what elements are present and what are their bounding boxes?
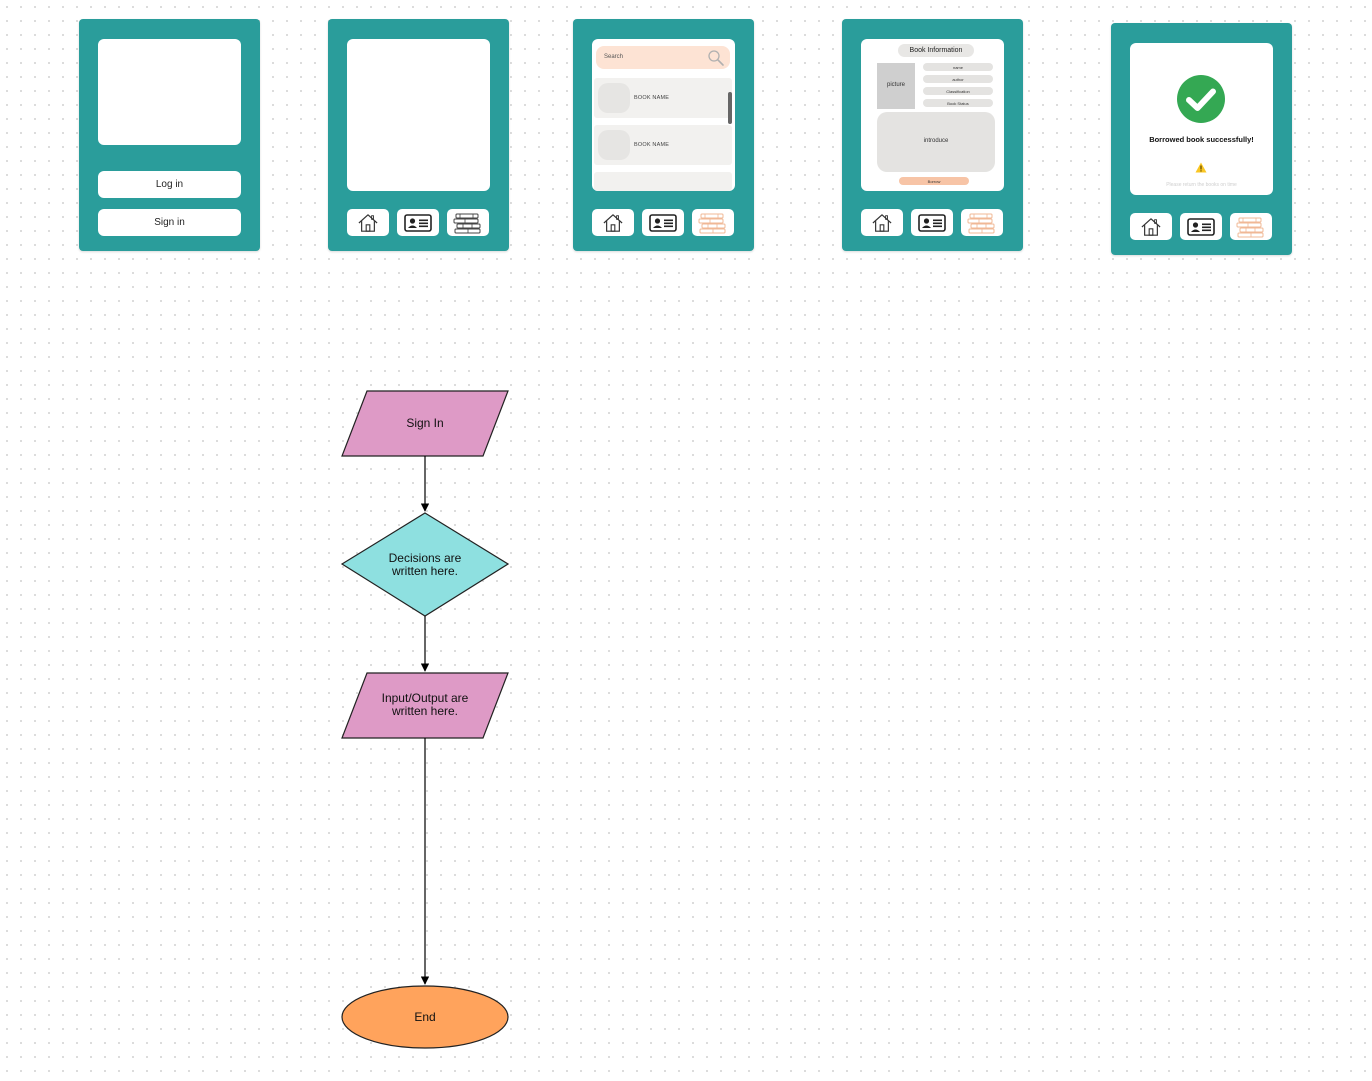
success-check-icon: [1177, 75, 1225, 123]
start-label: Sign In: [406, 415, 444, 430]
nav-books-button[interactable]: [692, 209, 734, 236]
warning-icon: [1195, 162, 1207, 173]
return-note: Please return the books on time: [1166, 182, 1237, 188]
bookdetail-content-area: Book Information picture name author Cla…: [861, 39, 1004, 191]
nav-home-button[interactable]: [1130, 213, 1172, 240]
book-info-title: Book Information: [898, 44, 974, 57]
home-content-area: [347, 39, 490, 191]
book-introduction: introduce: [877, 112, 995, 172]
book-thumbnail: [598, 83, 630, 113]
io-label-line1: Input/Output are: [381, 691, 469, 705]
scrollbar[interactable]: [728, 92, 732, 124]
login-button[interactable]: Log in: [98, 171, 241, 198]
nav-books-button[interactable]: [961, 209, 1003, 236]
field-author: author: [923, 75, 993, 83]
nav-profile-button[interactable]: [642, 209, 684, 236]
field-classification: Classification: [923, 87, 993, 95]
field-name: name: [923, 63, 993, 71]
borrow-button[interactable]: Borrow: [899, 177, 969, 185]
nav-home-button[interactable]: [861, 209, 903, 236]
nav-books-button[interactable]: [447, 209, 489, 236]
field-book-status: Book Status: [923, 99, 993, 107]
search-placeholder: Search: [604, 54, 624, 60]
decision-label-line1: Decisions are: [388, 551, 462, 565]
success-message: Borrowed book successfully!: [1149, 135, 1254, 144]
decision-label-line2: written here.: [391, 564, 459, 578]
io-label: Input/Output are written here.: [350, 692, 500, 718]
book-name-label: BOOK NAME: [634, 95, 670, 101]
phone-booklist-screen: Search BOOK NAME BOOK NAME: [573, 19, 754, 251]
success-content-area: Borrowed book successfully! Please retur…: [1130, 43, 1273, 195]
phone-bookdetail-screen: Book Information picture name author Cla…: [842, 19, 1023, 251]
end-label: End: [414, 1009, 436, 1024]
book-picture: picture: [877, 63, 915, 109]
book-thumbnail: [598, 130, 630, 160]
nav-profile-button[interactable]: [1180, 213, 1222, 240]
start-parallelogram[interactable]: [341, 390, 509, 457]
introduction-label: introduce: [923, 138, 949, 144]
io-label-line2: written here.: [391, 704, 459, 718]
booklist-content-area: Search BOOK NAME BOOK NAME: [592, 39, 735, 191]
book-list-item[interactable]: BOOK NAME: [594, 78, 732, 118]
book-picture-label: picture: [886, 82, 905, 88]
nav-profile-button[interactable]: [911, 209, 953, 236]
io-parallelogram[interactable]: [341, 672, 509, 739]
nav-profile-button[interactable]: [397, 209, 439, 236]
end-terminator[interactable]: [341, 985, 509, 1049]
nav-home-button[interactable]: [347, 209, 389, 236]
signin-button[interactable]: Sign in: [98, 209, 241, 236]
login-banner-area: [98, 39, 241, 145]
search-input[interactable]: Search: [596, 46, 730, 69]
phone-login-screen: Log in Sign in: [79, 19, 260, 251]
nav-books-button[interactable]: [1230, 213, 1272, 240]
book-name-label: BOOK NAME: [634, 142, 670, 148]
phone-success-screen: Borrowed book successfully! Please retur…: [1111, 23, 1292, 255]
decision-label: Decisions are written here.: [350, 552, 500, 578]
nav-home-button[interactable]: [592, 209, 634, 236]
book-list-item[interactable]: BOOK NAME: [594, 125, 732, 165]
phone-home-screen: [328, 19, 509, 251]
search-icon[interactable]: [707, 49, 725, 67]
book-list-item[interactable]: [594, 172, 732, 191]
